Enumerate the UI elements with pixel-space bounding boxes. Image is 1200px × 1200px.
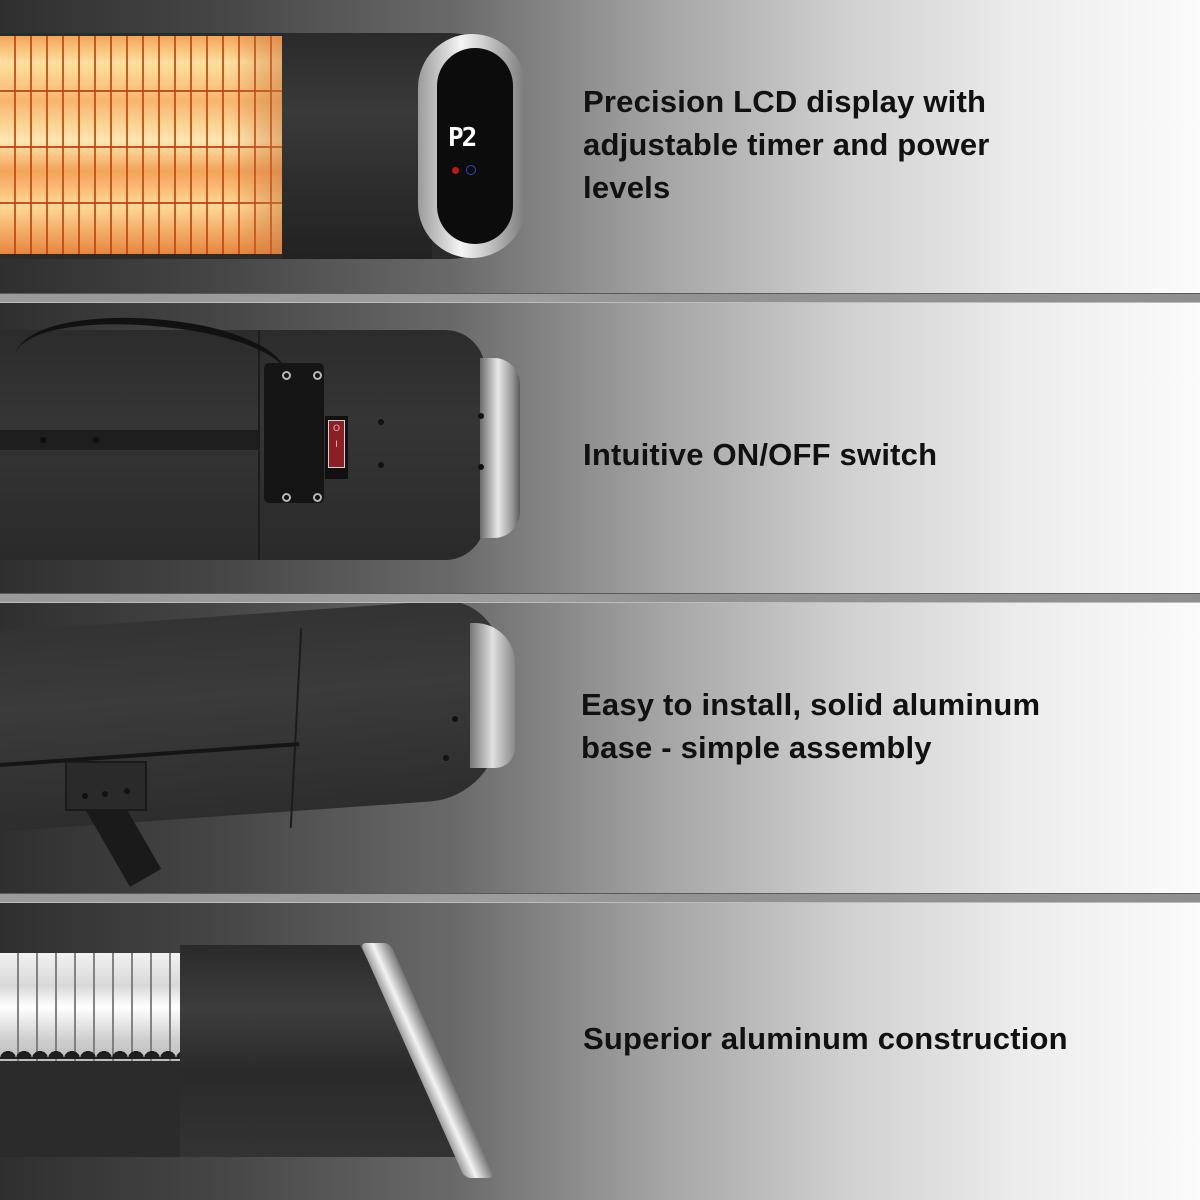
panel-divider: [0, 293, 1200, 303]
bolt-icon: [124, 788, 130, 794]
mounting-rail: [0, 430, 258, 450]
caption-line: levels: [583, 170, 671, 205]
bolt-icon: [378, 462, 384, 468]
bolt-icon: [378, 419, 384, 425]
bolt-icon: [452, 716, 458, 722]
heating-coils: [0, 1045, 190, 1059]
feature-caption: Intuitive ON/OFF switch: [583, 433, 937, 476]
caption-line: Easy to install, solid aluminum: [581, 687, 1041, 722]
caption-line: adjustable timer and power: [583, 127, 990, 162]
lcd-readout: P2: [448, 123, 477, 153]
panel-lcd-display: P2 Precision LCD display with adjustable…: [0, 0, 1200, 293]
chrome-end-cap: [480, 358, 520, 538]
rocker-switch: O I: [328, 420, 345, 468]
panel-on-off-switch: O I Intuitive ON/OFF switch: [0, 303, 1200, 593]
screw-icon: [282, 493, 291, 502]
glowing-heating-element: [0, 36, 282, 254]
bolt-icon: [478, 464, 484, 470]
rail-hole-icon: [40, 437, 46, 443]
feature-caption: Precision LCD display with adjustable ti…: [583, 80, 990, 209]
silver-heating-element: [0, 953, 195, 1061]
body-seam: [258, 330, 260, 560]
bolt-icon: [82, 793, 88, 799]
panel-installation: Easy to install, solid aluminum base - s…: [0, 603, 1200, 893]
switch-off-label: O: [332, 424, 341, 434]
caption-line: Precision LCD display with: [583, 84, 987, 119]
feature-caption: Superior aluminum construction: [583, 1017, 1068, 1060]
mounting-bracket: [65, 761, 147, 811]
rail-hole-icon: [93, 437, 99, 443]
screw-icon: [313, 493, 322, 502]
screw-icon: [282, 371, 291, 380]
bolt-icon: [478, 413, 484, 419]
feature-caption: Easy to install, solid aluminum base - s…: [581, 683, 1040, 769]
caption-line: Superior aluminum construction: [583, 1021, 1068, 1056]
bolt-icon: [102, 791, 108, 797]
panel-divider: [0, 593, 1200, 603]
caption-line: base - simple assembly: [581, 730, 932, 765]
caption-line: Intuitive ON/OFF switch: [583, 437, 938, 472]
screw-icon: [313, 371, 322, 380]
chrome-end-cap: [470, 623, 515, 768]
switch-mount-plate: [264, 363, 324, 503]
lcd-screen: [437, 48, 513, 244]
switch-on-label: I: [335, 440, 338, 450]
power-indicator-icon: [452, 167, 459, 174]
panel-divider: [0, 893, 1200, 903]
heater-end-sleeve: [282, 33, 432, 259]
panel-construction: Superior aluminum construction: [0, 903, 1200, 1200]
bolt-icon: [443, 755, 449, 761]
heater-lower-body: [0, 1061, 190, 1157]
timer-icon: [466, 165, 476, 175]
